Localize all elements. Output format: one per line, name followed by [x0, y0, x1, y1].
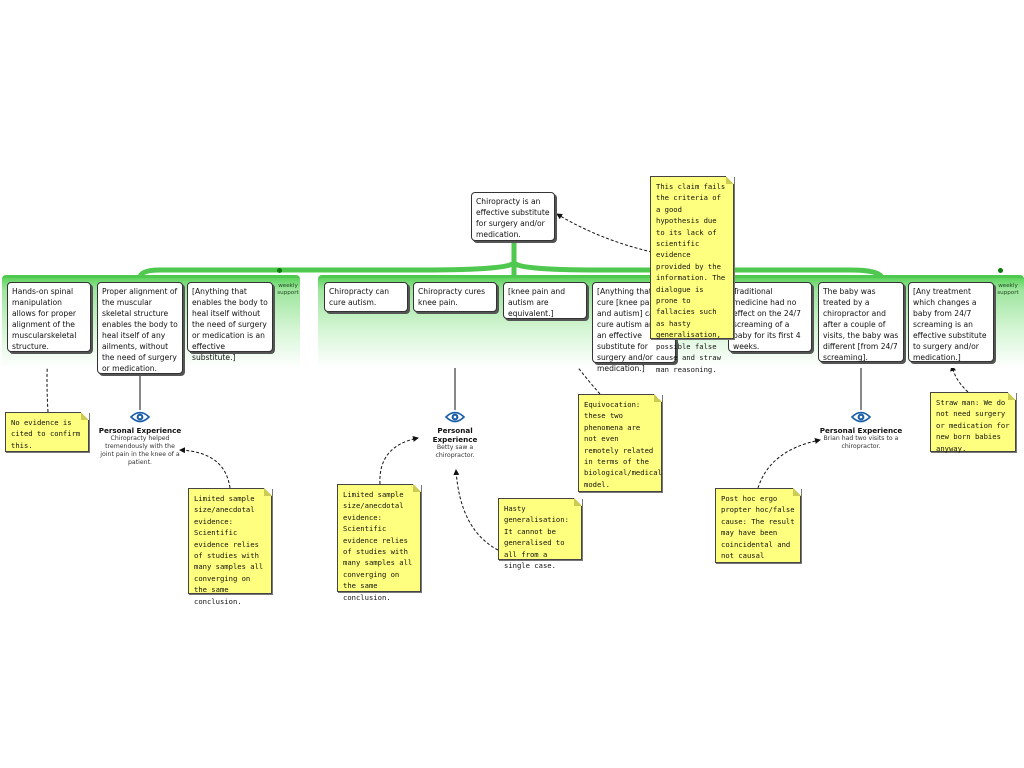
pe-description: Betty saw a chiropractor.: [435, 444, 475, 459]
note-limited-sample-1[interactable]: Limited sample size/anecdotal evidence: …: [188, 488, 272, 606]
root-claim-box[interactable]: Chiropracty is an effective substitute f…: [471, 192, 555, 241]
premise-cures-knee-pain[interactable]: Chiropracty cures knee pain.: [413, 282, 497, 312]
pe-description: Chiropracty helped tremendously with the…: [100, 435, 180, 466]
premise-traditional-medicine[interactable]: Traditional medicine had no effect on th…: [728, 282, 812, 352]
eye-icon: [445, 411, 465, 423]
premise-baby-treated[interactable]: The baby was treated by a chiropractor a…: [818, 282, 904, 362]
pe-description: Brian had two visits to a chiropractor.: [823, 435, 899, 450]
weekly-support-label-right: weekly support: [997, 283, 1019, 296]
eye-icon: [130, 411, 150, 423]
premise-any-treatment-baby[interactable]: [Any treatment which changes a baby from…: [908, 282, 994, 362]
eye-icon: [851, 411, 871, 423]
premise-spinal-manipulation[interactable]: Hands-on spinal manipulation allows for …: [7, 282, 91, 352]
arrow-n2: [179, 447, 231, 489]
premise-proper-alignment[interactable]: Proper alignment of the muscular skeleta…: [97, 282, 183, 374]
personal-experience-1[interactable]: Personal Experience Chiropracty helped t…: [98, 410, 182, 467]
note-no-evidence[interactable]: No evidence is cited to confirm this.: [5, 412, 89, 452]
premise-cure-autism[interactable]: Chiropracty can cure autism.: [324, 282, 408, 312]
pe-title: Personal Experience: [819, 426, 903, 435]
panel-marker-dot-left: [277, 268, 282, 273]
personal-experience-3[interactable]: Personal Experience Brian had two visits…: [816, 410, 906, 451]
pe-title: Personal Experience: [432, 426, 478, 444]
arrow-n7: [950, 365, 969, 393]
weekly-support-label-left: weekly support: [277, 283, 299, 296]
premise-knee-autism-equivalent[interactable]: [knee pain and autism are equivalent.]: [503, 282, 587, 319]
note-post-hoc[interactable]: Post hoc ergo propter hoc/false cause: T…: [715, 488, 801, 563]
premise-heal-itself-substitute[interactable]: [Anything that enables the body to heal …: [187, 282, 273, 362]
personal-experience-2[interactable]: Personal Experience Betty saw a chiropra…: [422, 410, 488, 460]
note-limited-sample-2[interactable]: Limited sample size/anecdotal evidence: …: [337, 484, 421, 602]
support-arc-right: [511, 260, 885, 280]
note-hypothesis-critique[interactable]: This claim fails the criteria of a good …: [650, 176, 734, 374]
panel-marker-dot-right: [998, 268, 1003, 273]
arrow-ntop: [556, 213, 653, 253]
note-equivocation[interactable]: Equivocation: these two phenomena are no…: [578, 394, 662, 492]
note-hasty-generalisation[interactable]: Hasty generalisation: It cannot be gener…: [498, 498, 582, 570]
arrow-n3: [379, 436, 419, 485]
arrow-n4: [453, 469, 499, 551]
arrow-n6: [757, 438, 821, 489]
pe-title: Personal Experience: [98, 426, 182, 435]
support-arc-left: [137, 240, 517, 279]
note-straw-man[interactable]: Straw man: We do not need surgery or med…: [930, 392, 1016, 453]
